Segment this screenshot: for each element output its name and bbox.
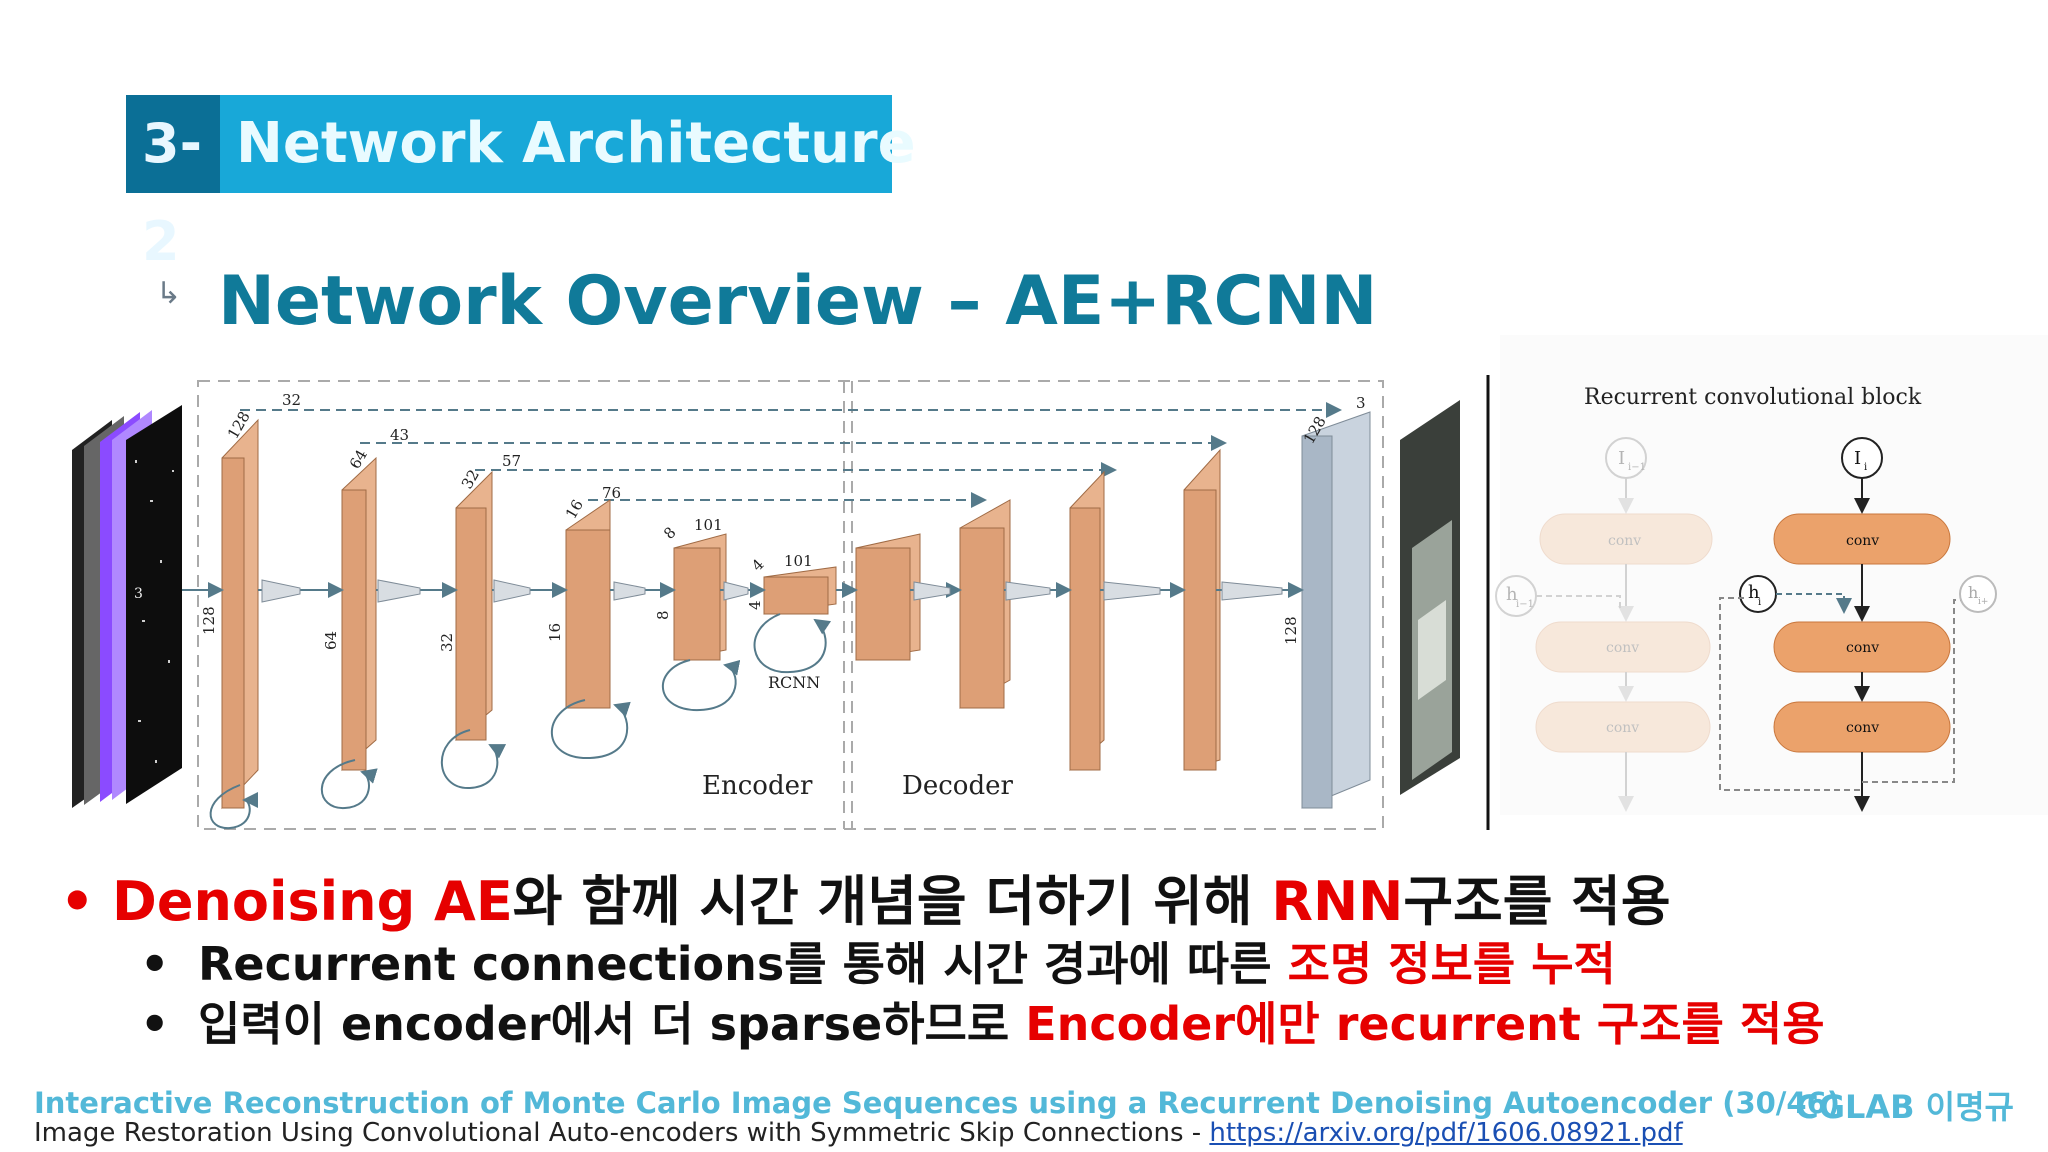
layer-2-ch: 43 <box>390 426 409 444</box>
bullet-sub-2: •입력이 encoder에서 더 sparse하므로 Encoder에만 rec… <box>60 994 2020 1054</box>
skip-connections <box>240 402 1342 508</box>
svg-text:i−1: i−1 <box>1628 462 1646 473</box>
block-current-column: I i conv conv conv h i h i+ <box>1719 437 1997 812</box>
block-conv-1: conv <box>1846 533 1879 549</box>
output-side-v: 128 <box>1282 616 1300 645</box>
block-conv-2: conv <box>1846 640 1879 656</box>
bullet-list: •Denoising AE와 함께 시간 개념을 더하기 위해 RNN구조를 적… <box>60 870 2020 1054</box>
footer-reference-link[interactable]: https://arxiv.org/pdf/1606.08921.pdf <box>1209 1118 1683 1148</box>
bullet-sub-1: •Recurrent connections를 통해 시간 경과에 따른 조명 … <box>60 934 2020 994</box>
bullet-dot: • <box>140 937 170 991</box>
layer-blocks <box>221 411 1371 810</box>
svg-text:conv: conv <box>1606 720 1639 736</box>
block-conv-3: conv <box>1846 720 1879 736</box>
block-input-current: I <box>1854 448 1861 469</box>
layer-3-ch: 57 <box>502 452 521 470</box>
footer-paper-title: Interactive Reconstruction of Monte Carl… <box>34 1086 1841 1120</box>
output-ch: 3 <box>1356 394 1366 412</box>
bullet-dot: • <box>60 870 95 933</box>
layer-1-side-v: 128 <box>200 606 218 635</box>
layer-2-side-v: 64 <box>322 631 340 650</box>
svg-text:h: h <box>1968 583 1978 602</box>
layer-5-side-v: 8 <box>654 610 672 620</box>
block-hidden-current: h <box>1748 582 1760 603</box>
layer-4-ch: 76 <box>602 484 621 502</box>
layer-4-side-v: 16 <box>546 623 564 642</box>
svg-text:i+: i+ <box>1978 597 1988 607</box>
block-prev-column: I i−1 conv conv conv h i−1 <box>1495 437 1713 812</box>
decoder-label: Decoder <box>902 771 1013 801</box>
svg-text:h: h <box>1506 584 1518 605</box>
output-image <box>1400 400 1460 795</box>
bullet-dot: • <box>140 997 170 1051</box>
svg-text:i−1: i−1 <box>1516 599 1534 610</box>
subheading: Network Overview – AE+RCNN <box>218 262 1378 341</box>
footer-author: CGLAB 이명규 <box>1795 1088 2014 1126</box>
svg-text:conv: conv <box>1608 533 1641 549</box>
block-title: Recurrent convolutional block <box>1584 385 1922 410</box>
layer-3-side-v: 32 <box>438 633 456 652</box>
layer-6-ch: 101 <box>784 552 813 570</box>
layer-6-side-v: 4 <box>746 600 764 610</box>
layer-1-ch: 32 <box>282 391 301 409</box>
footer-reference: Image Restoration Using Convolutional Au… <box>34 1118 1683 1148</box>
encoder-label: Encoder <box>702 771 813 801</box>
svg-text:I: I <box>1618 448 1625 469</box>
layer-6-side: 4 <box>748 555 767 574</box>
bullet-main: •Denoising AE와 함께 시간 개념을 더하기 위해 RNN구조를 적… <box>60 870 1671 933</box>
network-frame <box>197 380 1384 830</box>
subhead-arrow-icon: ↳ <box>156 276 182 311</box>
conv-kernels <box>261 579 1283 603</box>
input-image-stack: 3 <box>72 405 182 808</box>
kernel-label: 3 <box>134 586 143 602</box>
section-title: 3-2 Network Architecture <box>126 95 916 273</box>
section-title-text: Network Architecture <box>220 95 916 193</box>
rcnn-label: RCNN <box>768 673 820 692</box>
layer-5-ch: 101 <box>694 516 723 534</box>
svg-text:i: i <box>1758 597 1761 608</box>
section-number: 3-2 <box>126 95 220 273</box>
layer-5-side: 8 <box>660 523 679 542</box>
footer-reference-text: Image Restoration Using Convolutional Au… <box>34 1118 1210 1148</box>
recurrent-loops <box>209 613 832 830</box>
svg-text:i: i <box>1864 462 1867 473</box>
svg-text:conv: conv <box>1606 640 1639 656</box>
